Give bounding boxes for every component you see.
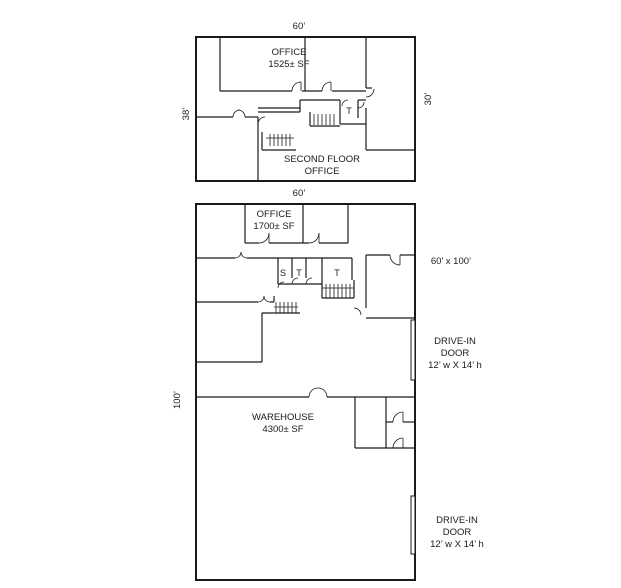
second-floor-walls [196,37,415,181]
second-floor-office-area: 1525± SF [268,59,309,70]
shower-label: S [280,268,286,278]
first-floor-doors [234,232,404,449]
second-floor-depth: 38’ [181,108,192,121]
first-floor-plan: 60’ 100’ 60’ x 100’ OFFICE 1700± SF S T … [172,188,484,581]
building-dimensions: 60’ x 100’ [431,256,471,267]
warehouse-area: 4300± SF [262,424,303,435]
drive-in-door-1-size: 12’ w X 14’ h [428,360,482,371]
drive-in-door-2-line1: DRIVE-IN [436,515,478,526]
first-floor-stairs [274,284,354,313]
first-floor-walls [196,204,415,449]
second-floor-toilet-label: T [346,106,352,116]
first-floor-width: 60’ [293,188,306,199]
drive-in-door-1-line1: DRIVE-IN [434,336,476,347]
first-floor-depth: 100’ [172,391,183,409]
first-floor-office-label: OFFICE [257,209,292,220]
drive-in-door-2-size: 12’ w X 14’ h [430,539,484,550]
drive-in-door-marks [410,319,416,555]
toilet-label-1: T [296,268,302,278]
toilet-label-2: T [334,268,340,278]
second-floor-side-dim: 30’ [423,93,434,106]
second-floor-title-line1: SECOND FLOOR [284,154,360,165]
second-floor-stairs [266,114,335,146]
second-floor-title-line2: OFFICE [305,166,340,177]
drive-in-door-lower-mark [410,495,416,555]
drive-in-door-upper-mark [410,319,416,381]
drive-in-door-1-line2: DOOR [441,348,470,359]
warehouse-label: WAREHOUSE [252,412,314,423]
second-floor-width: 60’ [293,21,306,32]
second-floor-doors [232,81,375,125]
first-floor-outline [195,203,416,581]
second-floor-office-label: OFFICE [272,47,307,58]
second-floor-plan: 60’ 38’ 30’ OFFICE 1525± SF T SECOND FLO… [181,21,434,182]
drive-in-door-2-line2: DOOR [443,527,472,538]
first-floor-office-area: 1700± SF [253,221,294,232]
